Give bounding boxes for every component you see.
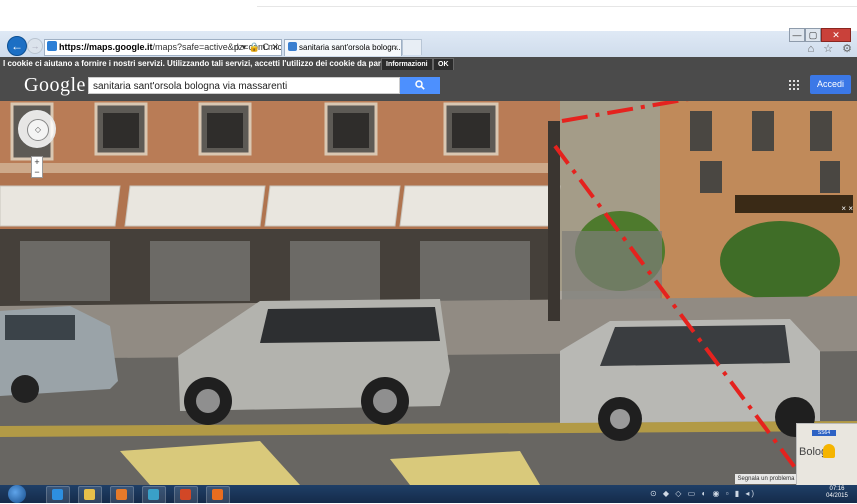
zoom-out-button[interactable]: − (34, 167, 40, 177)
taskbar-app4[interactable] (142, 486, 166, 504)
report-problem-link[interactable]: Segnala un problema (735, 474, 797, 484)
address-bar[interactable]: https://maps.google.it/maps?safe=active&… (44, 39, 282, 56)
pan-arrows-icon[interactable]: ◇ (27, 119, 49, 141)
home-favorites-settings-icons[interactable]: ⌂ ☆ ⚙ (807, 43, 855, 55)
search-input[interactable]: sanitaria sant'orsola bologna via massar… (88, 77, 400, 94)
forward-button[interactable]: → (27, 38, 43, 54)
ie-icon (52, 489, 63, 500)
taskbar-powerpoint[interactable] (174, 486, 198, 504)
address-controls[interactable]: ρ ▾ 🔒 C ✕ (234, 42, 279, 52)
pegman-icon[interactable] (823, 444, 835, 458)
start-button[interactable] (8, 485, 26, 503)
system-tray[interactable]: ⊙ ◆ ◇ ▭ ◐ ◉ ▫ ▮ ◂) (650, 489, 757, 498)
tab-close-icon[interactable]: × (393, 43, 398, 52)
back-arrow-icon: ← (11, 39, 23, 53)
cookie-bar: I cookie ci aiutano a fornire i nostri s… (0, 57, 857, 71)
forward-arrow-icon: → (30, 41, 40, 51)
folder-icon (84, 489, 95, 500)
minimize-button[interactable]: — (789, 28, 805, 42)
minimap-road-badge: SS64 (812, 430, 836, 436)
taskbar-media[interactable] (110, 486, 134, 504)
media-player-icon (116, 489, 127, 500)
search-button[interactable] (400, 77, 440, 94)
close-window-button[interactable]: ✕ (821, 28, 851, 42)
maximize-button[interactable]: ▢ (805, 28, 821, 42)
signin-button[interactable]: Accedi (810, 75, 851, 94)
apps-grid-icon[interactable] (789, 80, 799, 90)
clock-date: 04/2015 (826, 493, 848, 499)
address-url-domain: https://maps.google.it (59, 42, 153, 52)
streetview-close-icon[interactable]: × × (841, 204, 853, 213)
browser-tab-active[interactable]: sanitaria sant'orsola bologn... × (284, 39, 402, 56)
site-favicon-icon (47, 41, 57, 51)
powerpoint-icon (180, 489, 191, 500)
top-blank-area (0, 0, 857, 31)
app-icon (148, 489, 159, 500)
google-logo[interactable]: Google (24, 74, 86, 96)
taskbar-office[interactable] (206, 486, 230, 504)
taskbar-clock[interactable]: 07:16 04/2015 (818, 486, 856, 500)
new-tab-button[interactable] (402, 39, 422, 55)
street-view-panorama[interactable]: × × (0, 101, 857, 485)
address-url-path: /maps?safe=active&rlz=com.microsoft: (152, 42, 282, 52)
tab-favicon-icon (288, 42, 297, 51)
taskbar-explorer[interactable] (78, 486, 102, 504)
zoom-control[interactable]: + − (31, 156, 43, 178)
clock-time: 07:16 (829, 486, 845, 492)
cookie-text: I cookie ci aiutano a fornire i nostri s… (3, 59, 418, 68)
window-controls: — ▢ ✕ (789, 28, 851, 42)
taskbar-ie[interactable] (46, 486, 70, 504)
minimap[interactable]: SS64 Bologn (796, 423, 857, 487)
zoom-in-button[interactable]: + (34, 157, 40, 167)
street-scene (0, 101, 857, 485)
compass-control[interactable]: ◇ (18, 110, 56, 148)
tab-title: sanitaria sant'orsola bologn... (299, 43, 402, 52)
office-icon (212, 489, 223, 500)
search-icon (415, 80, 425, 90)
back-button[interactable]: ← (7, 36, 27, 56)
